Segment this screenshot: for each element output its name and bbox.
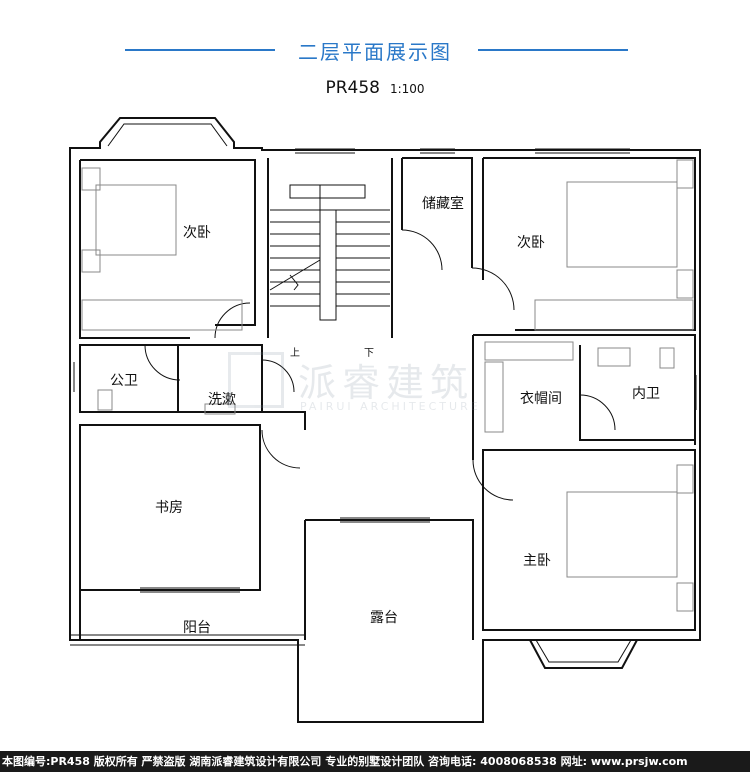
room-wardrobe: 衣帽间 (520, 391, 562, 407)
watermark: 派睿建筑 PAIRUI ARCHITECTURE (228, 350, 528, 420)
stair-up-label: 上 (290, 347, 300, 359)
watermark-sub: PAIRUI ARCHITECTURE (300, 400, 481, 413)
room-bedroom-ne: 次卧 (517, 235, 545, 251)
footer-bar: 本图编号:PR458 版权所有 严禁盗版 湖南派睿建筑设计有限公司 专业的别墅设… (0, 751, 750, 772)
windows (69, 148, 701, 646)
staircase (269, 184, 390, 321)
stair-down-label: 下 (364, 348, 374, 359)
plan-number: PR458 (325, 78, 380, 98)
room-terrace: 露台 (370, 610, 398, 626)
room-ensuite-bath: 内卫 (632, 386, 660, 402)
title-rule-left (125, 49, 275, 51)
room-washroom: 洗漱 (208, 392, 236, 408)
room-bedroom-nw: 次卧 (183, 225, 211, 241)
title-rule-right (478, 49, 628, 51)
room-balcony: 阳台 (183, 620, 211, 636)
room-master-bedroom: 主卧 (523, 553, 551, 569)
plan-code: PR458 1:100 (0, 78, 750, 98)
plan-scale: 1:100 (389, 82, 425, 96)
page-title: 二层平面展示图 (298, 40, 452, 64)
doors (144, 229, 616, 501)
watermark-brand: 派睿建筑 (298, 361, 475, 405)
room-storage: 储藏室 (422, 195, 464, 212)
room-public-bath: 公卫 (110, 373, 138, 389)
brand-logo-icon (228, 352, 284, 408)
room-study: 书房 (155, 500, 183, 516)
furniture (81, 159, 694, 612)
walls (69, 117, 701, 723)
floor-plan: 次卧 储藏室 次卧 公卫 洗漱 衣帽间 内卫 书房 主卧 阳台 露台 上 下 (69, 117, 701, 723)
